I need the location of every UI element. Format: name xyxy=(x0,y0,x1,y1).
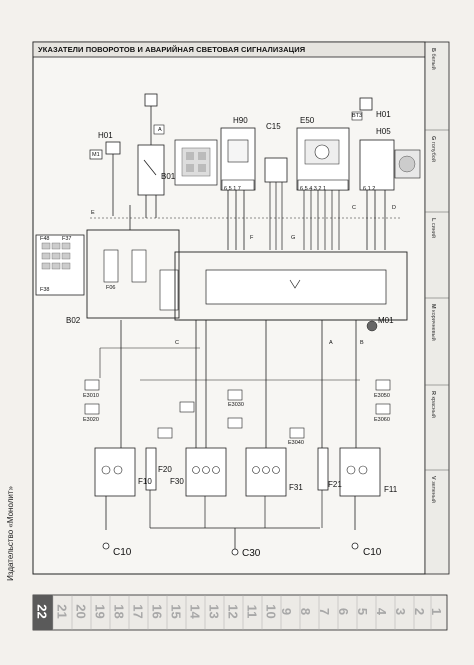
page-tab-10[interactable]: 10 xyxy=(263,604,279,619)
h01-top-box xyxy=(105,141,121,155)
connector-b-bottom: B xyxy=(360,340,364,346)
label-b02: B02 xyxy=(66,316,81,325)
label-m01: M01 xyxy=(378,316,394,325)
legend-cell-5: R красный xyxy=(430,391,437,418)
e3010-icon xyxy=(84,379,100,391)
e3020-icon xyxy=(84,403,100,415)
page-tab-7[interactable]: 7 xyxy=(317,607,333,616)
page-tab-8[interactable]: 8 xyxy=(298,607,314,616)
connector-f: F xyxy=(250,235,254,241)
legend-cell-6: V зеленый xyxy=(430,476,437,503)
pins-h05: 6 1 2 xyxy=(363,186,376,192)
page-tab-6[interactable]: 6 xyxy=(336,607,352,616)
b01-top-icon xyxy=(144,93,158,107)
tab-strip xyxy=(32,594,448,631)
label-c10-left: C10 xyxy=(113,547,132,558)
legend-cell-1: Б белый xyxy=(430,48,437,70)
label-f21: F21 xyxy=(328,480,342,489)
label-f10: F10 xyxy=(138,477,152,486)
page-tab-12[interactable]: 12 xyxy=(225,604,241,619)
label-e3010: E3010 xyxy=(83,393,99,399)
label-e3030: E3030 xyxy=(228,402,244,408)
label-h90: H90 xyxy=(233,116,248,125)
label-e3050: E3050 xyxy=(374,393,390,399)
f21-box xyxy=(317,447,329,491)
label-c10-right: C10 xyxy=(363,547,382,558)
label-e3020: E3020 xyxy=(83,417,99,423)
publisher-credit: Издательство «Монолит» xyxy=(6,486,15,581)
page-tab-11[interactable]: 11 xyxy=(244,604,260,619)
ground-symbol xyxy=(366,320,378,332)
connector-c-bottom: C xyxy=(175,340,179,346)
page-tab-2[interactable]: 2 xyxy=(412,607,428,616)
label-f20: F20 xyxy=(158,465,172,474)
legend-cell-4: M коричневый xyxy=(430,304,437,341)
label-f31: F31 xyxy=(289,483,303,492)
legend-column xyxy=(424,41,450,575)
connector-a: A xyxy=(158,127,162,133)
page-tab-21[interactable]: 21 xyxy=(54,604,70,619)
c15-box xyxy=(264,157,288,183)
legend-cell-3: L синий xyxy=(430,218,437,238)
page-tab-18[interactable]: 18 xyxy=(111,604,127,619)
legend-cell-2: G голубой xyxy=(430,136,437,162)
page-tab-13[interactable]: 13 xyxy=(206,604,222,619)
page-tab-1[interactable]: 1 xyxy=(429,607,445,616)
pins-h90: 6 5 1 7 xyxy=(224,186,241,192)
b02-box xyxy=(86,229,180,319)
f20-box xyxy=(145,447,157,491)
label-f30: F30 xyxy=(170,477,184,486)
e3050-icon xyxy=(375,379,391,391)
label-h05: H05 xyxy=(376,127,391,136)
page-tab-14[interactable]: 14 xyxy=(187,604,203,619)
page-tab-22[interactable]: 22 xyxy=(34,604,50,619)
label-f06: F06 xyxy=(106,285,116,291)
connector-a-bottom: A xyxy=(329,340,333,346)
h05-box xyxy=(359,139,395,191)
page-title: УКАЗАТЕЛИ ПОВОРОТОВ И АВАРИЙНАЯ СВЕТОВАЯ… xyxy=(38,45,306,54)
page-tab-16[interactable]: 16 xyxy=(149,604,165,619)
page-tab-15[interactable]: 15 xyxy=(168,604,184,619)
page-tab-9[interactable]: 9 xyxy=(279,607,295,616)
label-f38: F38 xyxy=(40,287,50,293)
page-tab-4[interactable]: 4 xyxy=(374,607,390,616)
label-f11: F11 xyxy=(384,485,398,494)
h01-right-box xyxy=(359,97,373,111)
label-c30: C30 xyxy=(242,548,261,559)
label-e3060: E3060 xyxy=(374,417,390,423)
connector-d: D xyxy=(392,205,396,211)
b01-box xyxy=(137,144,165,196)
page-tab-5[interactable]: 5 xyxy=(355,607,371,616)
pins-e50: 6 5 4 3 2 1 xyxy=(300,186,327,192)
label-b01: B01 xyxy=(161,172,176,181)
label-h01-top: H01 xyxy=(98,131,113,140)
label-e50: E50 xyxy=(300,116,315,125)
label-c15: C15 xyxy=(266,122,281,131)
label-f37: F37 xyxy=(62,236,72,242)
label-h01-right: H01 xyxy=(376,110,391,119)
page-tab-20[interactable]: 20 xyxy=(73,604,89,619)
label-bt3: BT3 xyxy=(352,113,363,119)
connector-e: E xyxy=(91,210,95,216)
active-tab-bg xyxy=(33,595,53,630)
connector-g: G xyxy=(291,235,296,241)
label-e3040: E3040 xyxy=(288,440,304,446)
page-tab-3[interactable]: 3 xyxy=(393,607,409,616)
label-m1: M1 xyxy=(92,152,100,158)
e3060-icon xyxy=(375,403,391,415)
page-tab-17[interactable]: 17 xyxy=(130,604,146,619)
label-f48: F48 xyxy=(40,236,50,242)
page-tab-19[interactable]: 19 xyxy=(92,604,108,619)
connector-c: C xyxy=(352,205,356,211)
